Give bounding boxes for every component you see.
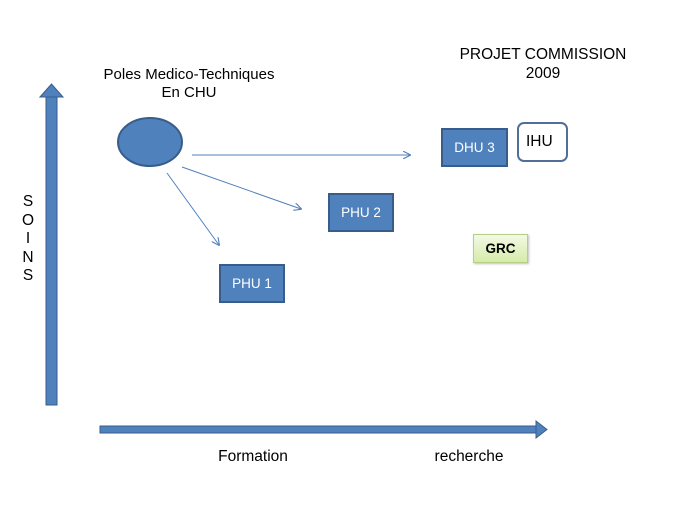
x-axis-label-recherche: recherche xyxy=(434,448,504,465)
dhu3-box: DHU 3 xyxy=(441,128,508,167)
y-axis-letter: O xyxy=(21,211,35,229)
poles-ellipse xyxy=(117,117,183,167)
poles-title: Poles Medico-Techniques En CHU xyxy=(86,66,292,102)
y-axis-arrow xyxy=(38,83,65,406)
arrow-to-phu2 xyxy=(181,166,301,209)
projet-title-line2: 2009 xyxy=(525,64,561,82)
poles-title-line1: Poles Medico-Techniques xyxy=(103,66,275,83)
phu2-box: PHU 2 xyxy=(328,193,394,232)
poles-title-line2: En CHU xyxy=(161,84,217,101)
x-axis-arrow xyxy=(99,419,548,440)
projet-title-line1: PROJET COMMISSION xyxy=(459,46,627,63)
y-axis-letter: S xyxy=(22,193,34,210)
y-axis-letter: I xyxy=(25,230,31,247)
y-axis-letter: S xyxy=(22,267,34,284)
y-axis-letter: N xyxy=(22,248,34,266)
grc-box: GRC xyxy=(473,234,528,263)
x-axis-label-formation: Formation xyxy=(218,448,288,465)
y-axis-label: S O I N S xyxy=(15,193,41,286)
phu1-box: PHU 1 xyxy=(219,264,285,303)
projet-title: PROJET COMMISSION 2009 xyxy=(438,46,648,83)
ihu-box: IHU xyxy=(517,122,568,162)
arrow-to-phu1 xyxy=(166,172,219,245)
